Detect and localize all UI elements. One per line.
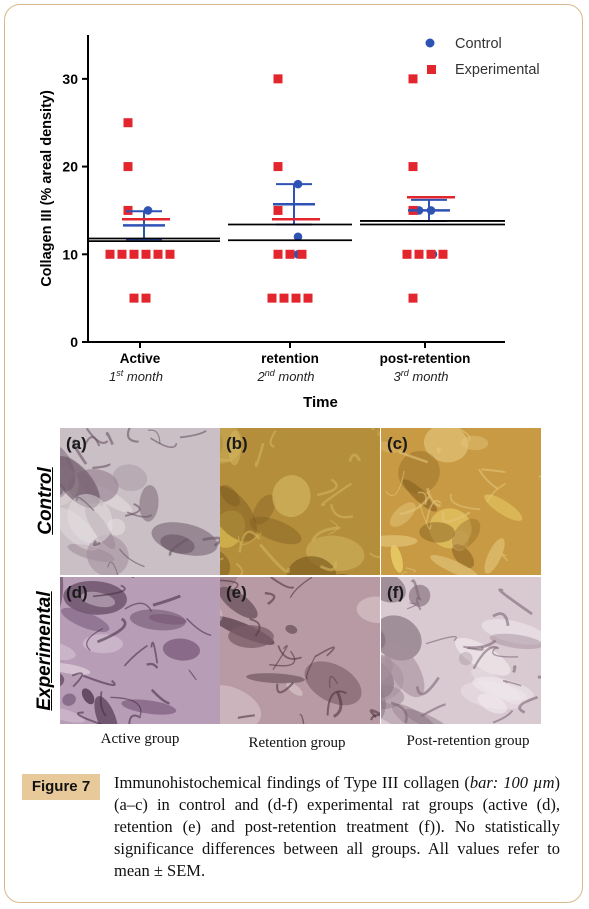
experimental-point (303, 293, 313, 303)
experimental-point (426, 249, 436, 259)
experimental-point (279, 293, 289, 303)
row-label-control: Control (35, 467, 56, 535)
experimental-point (297, 249, 307, 259)
panel-a-letter: (a) (66, 434, 87, 453)
x-category-sublabel: 2nd month (257, 368, 315, 384)
x-category-sublabel: 1st month (109, 368, 163, 384)
y-tick-label: 30 (62, 71, 78, 87)
x-category-label: post-retention (380, 351, 471, 366)
experimental-point (285, 249, 295, 259)
caption-part-2: ) (a–c) in control and (d-f) experimenta… (114, 773, 560, 880)
panel-b: (b) (220, 428, 380, 575)
experimental-point (408, 293, 418, 303)
experimental-point (273, 205, 283, 215)
experimental-point (153, 249, 163, 259)
column-label-retention: Retention group (248, 735, 346, 751)
panel-c: (c) (381, 428, 541, 575)
experimental-point (123, 118, 133, 128)
experimental-point (273, 74, 283, 84)
panel-a: (a) (60, 428, 220, 575)
panel-d-letter: (d) (66, 583, 88, 602)
panel-e-letter: (e) (226, 583, 247, 602)
x-axis-label: Time (303, 394, 338, 411)
legend-control-label: Control (455, 36, 502, 52)
experimental-point (273, 249, 283, 259)
x-category-label: Active (120, 351, 161, 366)
experimental-point (123, 162, 133, 172)
experimental-point (141, 293, 151, 303)
panel-f: (f) (381, 577, 541, 724)
experimental-point (408, 162, 418, 172)
experimental-point (408, 74, 418, 84)
experimental-point (117, 249, 127, 259)
control-point (293, 232, 303, 242)
column-label-post-retention: Post-retention group (406, 733, 530, 749)
experimental-point (141, 249, 151, 259)
x-category-label: retention (261, 351, 319, 366)
legend-experimental-label: Experimental (455, 62, 540, 78)
experimental-point (414, 249, 424, 259)
x-category-sublabel: 3rd month (394, 368, 449, 384)
panel-d: (d) (60, 577, 220, 724)
panel-b-letter: (b) (226, 434, 248, 453)
experimental-point (291, 293, 301, 303)
figure-label: Figure 7 (22, 774, 100, 800)
experimental-point (129, 249, 139, 259)
experimental-point (273, 162, 283, 172)
column-label-active: Active group (100, 731, 180, 747)
caption-part-1: Immunohistochemical findings of Type III… (114, 773, 470, 792)
experimental-point (402, 249, 412, 259)
experimental-point (105, 249, 115, 259)
y-tick-label: 10 (62, 246, 78, 262)
legend-experimental-marker (427, 65, 436, 74)
experimental-point (129, 293, 139, 303)
legend-control-marker (425, 38, 435, 48)
experimental-point (267, 293, 277, 303)
panel-f-letter: (f) (387, 583, 404, 602)
panel-e: (e) (220, 577, 380, 724)
y-tick-label: 20 (62, 159, 78, 175)
panel-c-letter: (c) (387, 434, 408, 453)
y-tick-label: 0 (70, 334, 78, 350)
figure-caption: Immunohistochemical findings of Type III… (114, 772, 560, 882)
y-axis-label: Collagen III (% areal density) (39, 90, 55, 287)
experimental-point (165, 249, 175, 259)
experimental-point (438, 249, 448, 259)
caption-scale-bar: bar: 100 µm (469, 773, 555, 792)
row-label-experimental: Experimental (34, 591, 55, 711)
